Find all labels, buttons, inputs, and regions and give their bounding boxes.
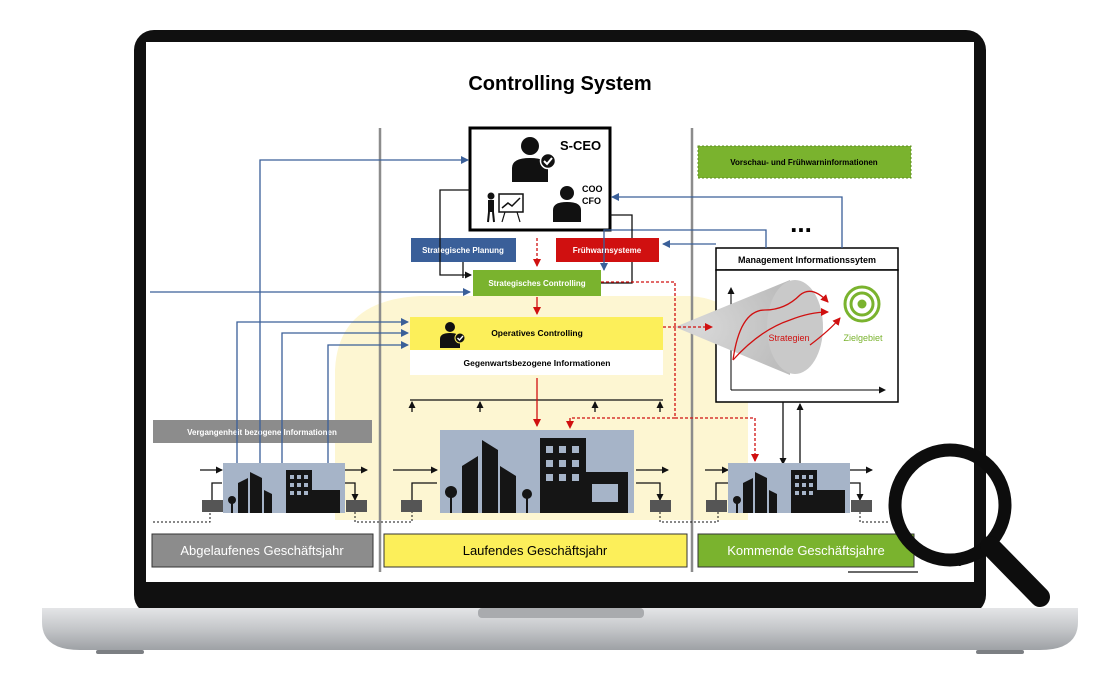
target-icon [843,285,881,323]
vorschau-label: Vorschau- und Frühwarninformationen [730,158,878,167]
strategisches-controlling-box [473,270,601,296]
ceo-person-icon [512,137,557,182]
gray-blocks [202,500,872,512]
strategisches-controlling-label: Strategisches Controlling [488,279,585,288]
period-current-box [383,533,688,568]
strategien-label: Strategien [768,333,809,343]
vergangenheit-label: Vergangenheit bezogene Informationen [187,428,337,437]
vergangenheit-box [153,420,372,443]
operatives-controlling-label: Operatives Controlling [491,328,583,338]
laptop-notch [478,608,644,618]
strategy-cone-end [767,280,823,374]
blue-arrows [150,156,843,465]
gegenwart-box [410,350,663,375]
laptop-foot-right [976,650,1024,654]
laptop-foot-left [96,650,144,654]
operative-person-icon [440,322,466,348]
building-center [440,430,634,513]
cfo-label: CFO [582,196,601,206]
presenter-icon [487,192,524,223]
period-future-label: Kommende Geschäftsjahre [727,543,885,558]
fruehwarnsysteme-label: Frühwarnsysteme [573,246,642,255]
period-future-box [697,533,915,568]
strategische-planung-box [411,238,516,262]
mis-label: Management Informationssytem [738,255,876,265]
sceo-box: S-CEO COO CFO [468,126,612,232]
mis-chart: Strategien Zielgebiet [675,280,886,394]
gegenwart-label: Gegenwartsbezogene Informationen [464,358,611,368]
strategy-cone [675,280,790,375]
building-left [223,463,345,513]
vorschau-box [697,145,912,179]
page-title: Controlling System [468,73,651,95]
ellipsis-label: ... [790,208,812,238]
sceo-label: S-CEO [560,138,601,153]
building-right [728,463,850,513]
period-current-label: Laufendes Geschäftsjahr [463,543,608,558]
laptop-base [42,608,1078,650]
coo-cfo-person-icon [553,186,581,222]
strategische-planung-label: Strategische Planung [422,246,504,255]
magnifier-icon [888,443,1050,607]
zielgebiet-label: Zielgebiet [843,333,883,343]
dotted-timeline [153,512,890,523]
period-past-label: Abgelaufenes Geschäftsjahr [180,543,344,558]
period-past-box [151,533,374,568]
red-arrows [533,238,759,462]
fruehwarnsysteme-box [556,238,659,262]
coo-label: COO [582,184,603,194]
